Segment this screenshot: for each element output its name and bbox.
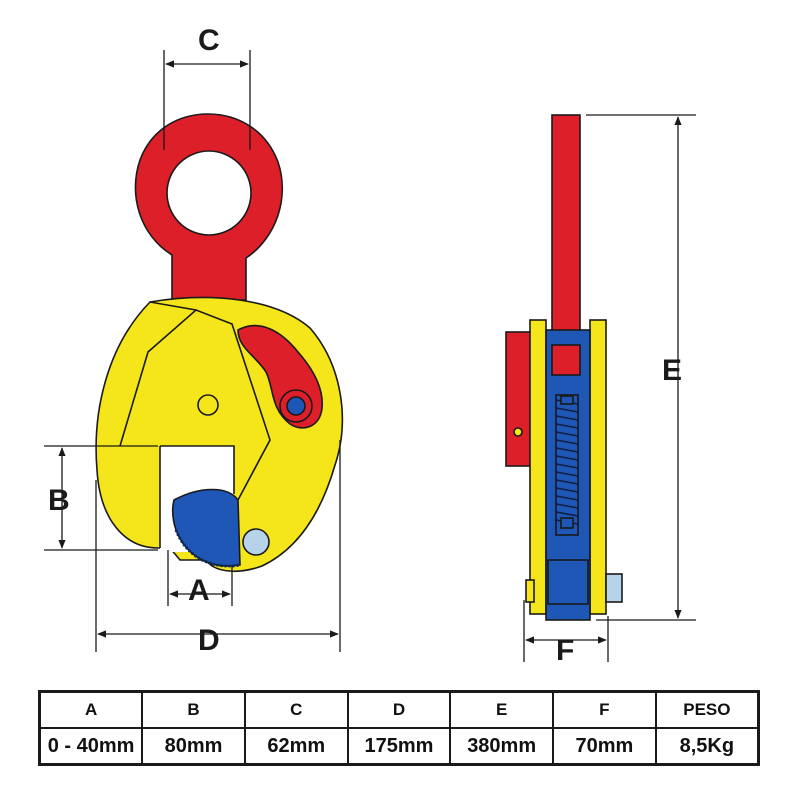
side-plate-left: [529, 319, 547, 615]
lever-block: [505, 331, 533, 467]
spec-header-cell: A: [38, 690, 144, 729]
dim-a-label: A: [188, 574, 210, 607]
bolt-head: [605, 573, 623, 603]
dim-c: [163, 50, 251, 150]
spec-value-cell: 8,5Kg: [654, 727, 760, 766]
dim-f-label: F: [556, 634, 574, 667]
spec-value-cell: 62mm: [243, 727, 349, 766]
dim-e: [586, 114, 696, 621]
dim-d: [95, 440, 341, 652]
spec-header-row: A B C D E F PESO: [38, 690, 760, 729]
dim-c-label: C: [198, 24, 220, 57]
spec-header-cell: B: [141, 690, 246, 729]
spec-value-cell: 80mm: [141, 727, 246, 766]
spec-header-cell: E: [449, 690, 555, 729]
spec-header-cell: D: [346, 690, 452, 729]
spec-value-cell: 0 - 40mm: [38, 727, 144, 766]
dim-f: [523, 600, 609, 662]
side-plate-right: [589, 319, 607, 615]
spec-value-row: 0 - 40mm 80mm 62mm 175mm 380mm 70mm 8,5K…: [38, 727, 760, 766]
gripping-cam: [171, 488, 241, 567]
spec-header-cell: F: [552, 690, 657, 729]
spec-header-cell: C: [243, 690, 349, 729]
spec-table: A B C D E F PESO 0 - 40mm 80mm 62mm 175m…: [38, 690, 760, 766]
spec-value-cell: 380mm: [449, 727, 555, 766]
dim-d-label: D: [198, 624, 220, 657]
cam-pin: [242, 528, 270, 556]
spec-value-cell: 70mm: [552, 727, 657, 766]
front-view: [95, 113, 344, 573]
dim-e-label: E: [662, 354, 682, 387]
spec-header-cell: PESO: [654, 690, 760, 729]
side-view: [505, 114, 623, 621]
dim-a: [167, 550, 233, 606]
spec-value-cell: 175mm: [346, 727, 452, 766]
lever-pivot: [286, 396, 306, 416]
dim-b: [44, 445, 158, 551]
spring: [555, 394, 579, 536]
pivot-pin: [197, 394, 219, 416]
clamp-diagram: C B A D: [44, 24, 696, 667]
eye-hole: [166, 150, 252, 236]
dim-b-label: B: [48, 484, 70, 517]
